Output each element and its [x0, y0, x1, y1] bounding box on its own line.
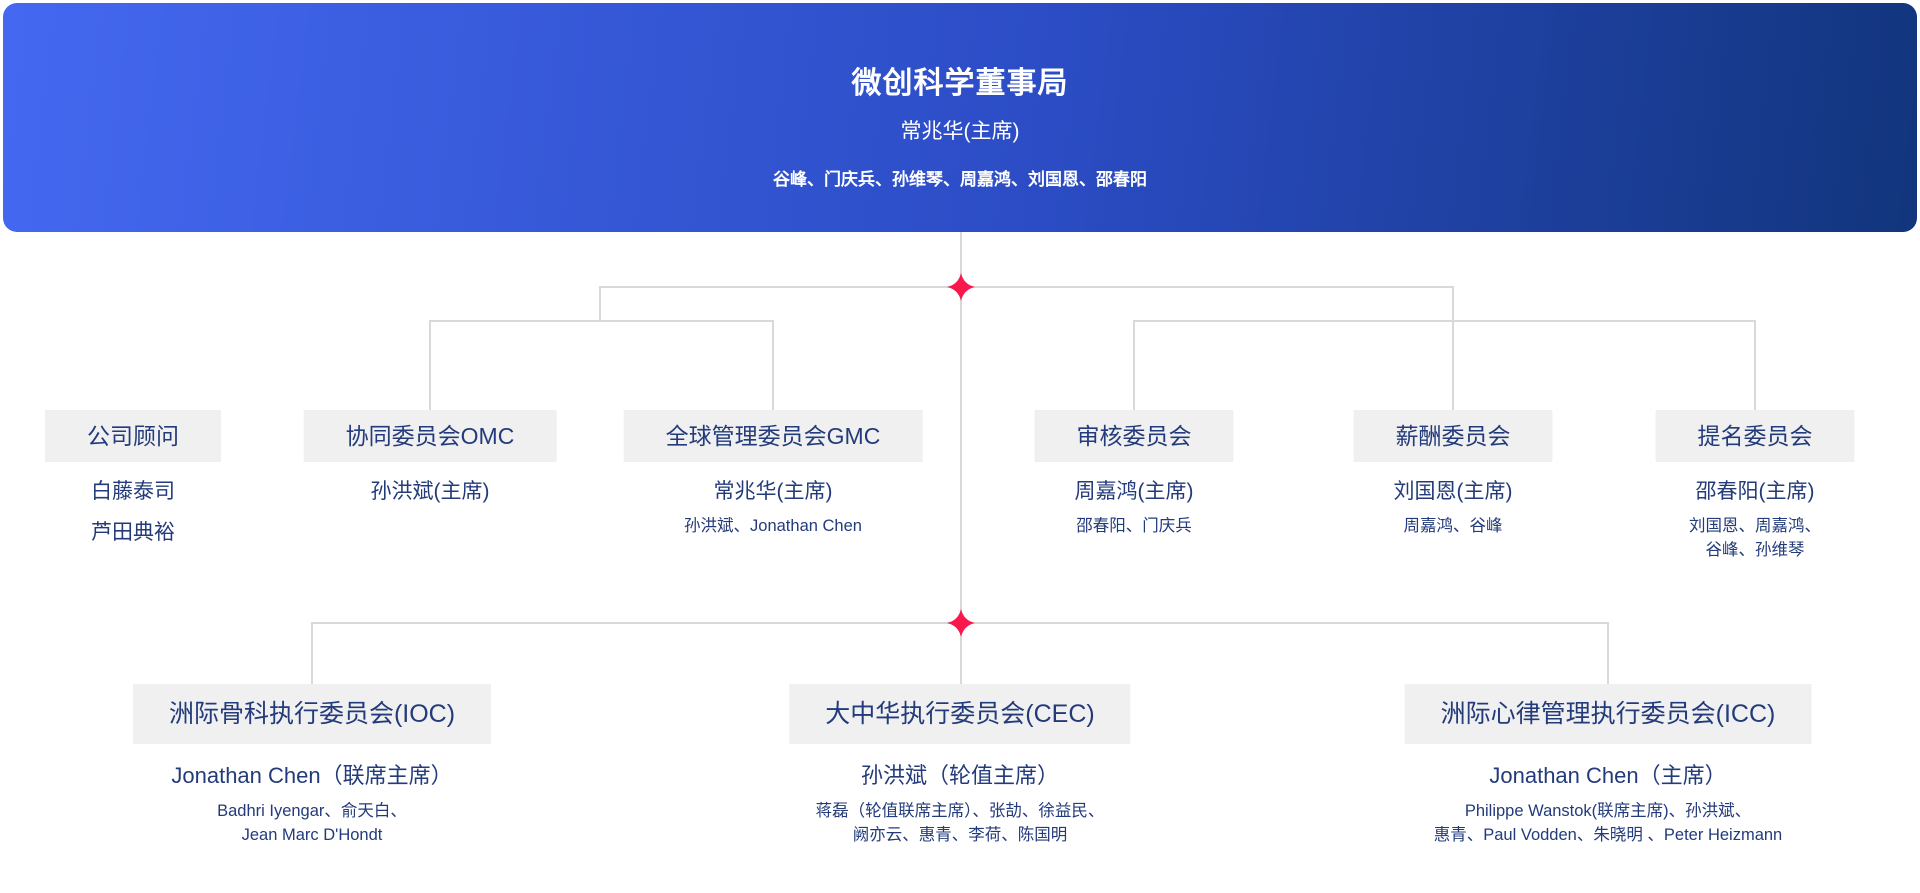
- advisor-name: 白藤泰司: [91, 480, 175, 503]
- nomination-drop: [1754, 320, 1756, 410]
- member-line: 谷峰、孙维琴: [1705, 540, 1805, 559]
- committee-cec: 大中华执行委员会(CEC) 孙洪斌（轮值主席） 蒋磊（轮值联席主席）、张劼、徐益…: [789, 684, 1131, 848]
- ioc-drop: [311, 622, 313, 684]
- committee-name-box: 公司顾问: [45, 410, 221, 462]
- chair-name: 孙洪斌(主席): [370, 480, 490, 503]
- chair-name: Jonathan Chen（主席）: [1489, 763, 1727, 788]
- chair-name: 邵春阳(主席): [1695, 480, 1815, 503]
- diamond-node-icon: [947, 609, 975, 637]
- member-line: Philippe Wanstok(联席主席)、孙洪斌、: [1464, 802, 1752, 820]
- chair-name: Jonathan Chen（联席主席）: [171, 763, 453, 788]
- chair-name: 周嘉鸿(主席): [1074, 480, 1194, 503]
- icc-drop: [1607, 622, 1609, 684]
- committee-name-box: 全球管理委员会GMC: [623, 410, 923, 462]
- member-line: 阙亦云、惠青、李荷、陈国明: [852, 825, 1068, 844]
- member-names: 刘国恩、周嘉鸿、 谷峰、孙维琴: [1689, 515, 1821, 563]
- omc-drop: [429, 320, 431, 410]
- member-names: 周嘉鸿、谷峰: [1404, 515, 1503, 539]
- trunk-vline: [960, 232, 962, 684]
- committee-name-box: 薪酬委员会: [1353, 410, 1553, 462]
- member-names: 孙洪斌、Jonathan Chen: [684, 515, 862, 539]
- advisor-name: 芦田典裕: [91, 521, 175, 544]
- board-title: 微创科学董事局: [851, 67, 1069, 100]
- committee-name-box: 提名委员会: [1655, 410, 1855, 462]
- tier1-hline: [600, 286, 1454, 288]
- chair-name: 常兆华(主席): [713, 480, 833, 503]
- committee-name-box: 审核委员会: [1034, 410, 1234, 462]
- gmc-drop: [772, 320, 774, 410]
- remuneration-drop: [1452, 286, 1454, 410]
- committee-omc: 协同委员会OMC 孙洪斌(主席): [303, 410, 557, 505]
- tier1-left-hline: [430, 320, 774, 322]
- member-line: 孙洪斌、Jonathan Chen: [684, 517, 862, 535]
- committee-name-box: 大中华执行委员会(CEC): [789, 684, 1131, 744]
- member-line: 周嘉鸿、谷峰: [1403, 517, 1503, 535]
- tier1-left-drop: [599, 286, 601, 322]
- member-line: Badhri Iyengar、俞天白、: [217, 802, 407, 820]
- committee-audit: 审核委员会 周嘉鸿(主席) 邵春阳、门庆兵: [1034, 410, 1234, 539]
- member-line: 邵春阳、门庆兵: [1076, 517, 1192, 535]
- member-line: 刘国恩、周嘉鸿、: [1689, 517, 1821, 535]
- member-names: Badhri Iyengar、俞天白、 Jean Marc D'Hondt: [217, 800, 407, 848]
- member-names: Philippe Wanstok(联席主席)、孙洪斌、 惠青、Paul Vodd…: [1434, 800, 1782, 848]
- board-banner: 微创科学董事局 常兆华(主席) 谷峰、门庆兵、孙维琴、周嘉鸿、刘国恩、邵春阳: [3, 3, 1917, 232]
- tier1-right-hline: [1134, 320, 1755, 322]
- committee-advisors: 公司顾问 白藤泰司 芦田典裕: [45, 410, 221, 546]
- committee-gmc: 全球管理委员会GMC 常兆华(主席) 孙洪斌、Jonathan Chen: [623, 410, 923, 539]
- committee-icc: 洲际心律管理执行委员会(ICC) Jonathan Chen（主席） Phili…: [1404, 684, 1812, 848]
- committee-remuneration: 薪酬委员会 刘国恩(主席) 周嘉鸿、谷峰: [1353, 410, 1553, 539]
- committee-name-box: 洲际骨科执行委员会(IOC): [132, 684, 492, 744]
- committee-ioc: 洲际骨科执行委员会(IOC) Jonathan Chen（联席主席） Badhr…: [132, 684, 492, 848]
- member-line: 蒋磊（轮值联席主席）、张劼、徐益民、: [815, 802, 1105, 820]
- diamond-node-icon: [947, 273, 975, 301]
- member-line: 惠青、Paul Vodden、朱晓明 、Peter Heizmann: [1433, 825, 1783, 844]
- chair-name: 孙洪斌（轮值主席）: [860, 763, 1059, 788]
- committee-name-box: 协同委员会OMC: [303, 410, 557, 462]
- chair-name: 刘国恩(主席): [1393, 480, 1513, 503]
- committee-nomination: 提名委员会 邵春阳(主席) 刘国恩、周嘉鸿、 谷峰、孙维琴: [1655, 410, 1855, 563]
- member-names: 蒋磊（轮值联席主席）、张劼、徐益民、 阙亦云、惠青、李荷、陈国明: [816, 800, 1105, 848]
- committee-name-box: 洲际心律管理执行委员会(ICC): [1404, 684, 1812, 744]
- audit-drop: [1133, 320, 1135, 410]
- board-members: 谷峰、门庆兵、孙维琴、周嘉鸿、刘国恩、邵春阳: [773, 170, 1147, 189]
- member-names: 邵春阳、门庆兵: [1076, 515, 1192, 539]
- member-line: Jean Marc D'Hondt: [241, 825, 383, 844]
- board-chair: 常兆华(主席): [900, 120, 1020, 143]
